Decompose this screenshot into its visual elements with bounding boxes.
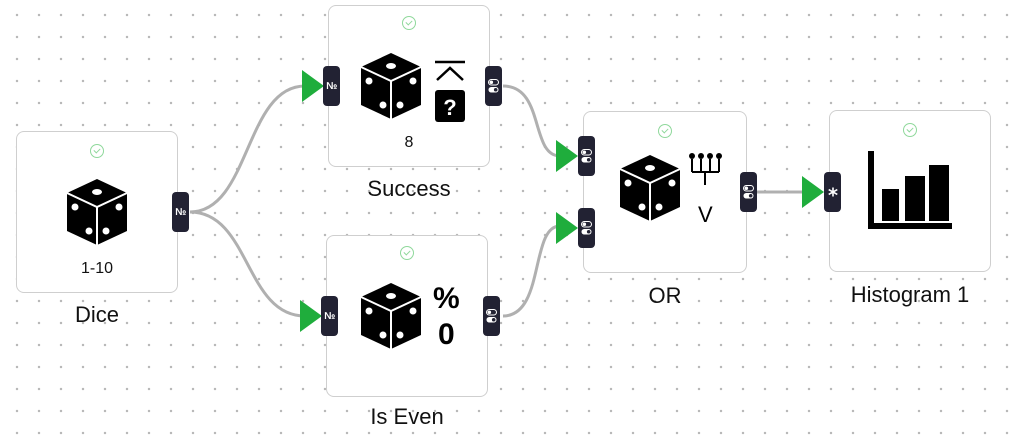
dice-icon — [66, 179, 128, 245]
dice-icon — [619, 155, 681, 221]
wire-dice-to-is-even — [189, 210, 306, 318]
or-node[interactable]: V — [583, 111, 747, 273]
svg-text:?: ? — [443, 95, 456, 120]
wire-success-to-or — [502, 84, 561, 158]
toggle-icon — [486, 309, 497, 323]
histogram-node[interactable] — [829, 110, 991, 272]
dice-icon — [360, 53, 422, 119]
modulo-operand: 0 — [438, 318, 455, 351]
or-input-1-arrow-icon — [556, 140, 578, 172]
asterisk-icon — [827, 187, 838, 197]
dice-range-value: 1-10 — [80, 260, 114, 277]
success-input-arrow-icon — [302, 70, 324, 102]
bar-chart-icon — [868, 151, 952, 229]
status-ok-icon — [400, 246, 414, 260]
is-even-node[interactable]: % 0 — [326, 235, 488, 397]
success-output-port[interactable] — [485, 66, 502, 106]
or-operator-symbol: V — [698, 202, 713, 227]
histogram-node-title: Histogram 1 — [850, 282, 970, 307]
is-even-input-port[interactable]: № — [321, 296, 338, 336]
status-ok-icon — [903, 123, 917, 137]
modulo-symbol: % — [433, 282, 460, 315]
is-even-node-title: Is Even — [370, 404, 444, 429]
or-input-2-arrow-icon — [556, 212, 578, 244]
success-threshold-value: 8 — [404, 134, 414, 151]
logic-tree-icon — [689, 153, 722, 185]
toggle-icon — [488, 79, 499, 93]
wire-dice-to-success — [189, 84, 306, 214]
success-input-port[interactable]: № — [323, 66, 340, 106]
status-ok-icon — [90, 144, 104, 158]
or-node-title: OR — [648, 283, 682, 308]
success-node-title: Success — [367, 176, 451, 201]
dice-output-port[interactable]: № — [172, 192, 189, 232]
is-even-output-port[interactable] — [483, 296, 500, 336]
greater-equal-question-icon: ? — [435, 60, 465, 122]
dice-node-title: Dice — [74, 302, 119, 327]
toggle-icon — [743, 185, 754, 199]
or-input-port-2[interactable] — [578, 208, 595, 248]
success-node[interactable]: ? 8 — [328, 5, 490, 167]
is-even-input-arrow-icon — [300, 300, 322, 332]
or-output-port[interactable] — [740, 172, 757, 212]
status-ok-icon — [658, 124, 672, 138]
histogram-input-port[interactable] — [824, 172, 841, 212]
histogram-input-arrow-icon — [802, 176, 824, 208]
dice-icon — [360, 283, 422, 349]
toggle-icon — [581, 221, 592, 235]
status-ok-icon — [402, 16, 416, 30]
dice-node[interactable]: 1-10 — [16, 131, 178, 293]
wire-is-even-to-or — [502, 224, 561, 318]
or-input-port-1[interactable] — [578, 136, 595, 176]
toggle-icon — [581, 149, 592, 163]
